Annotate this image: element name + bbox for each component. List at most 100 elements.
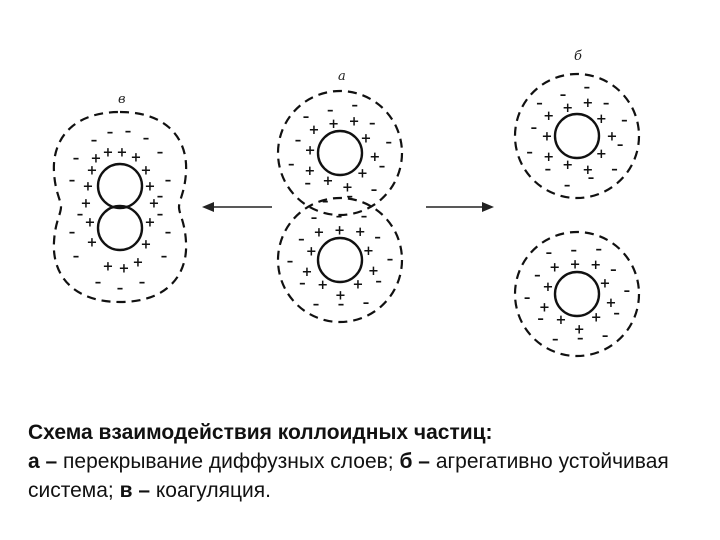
minus-sign: – [322,194,329,209]
particle-b-bottom: ++++++++++–––––––––––– [513,230,641,358]
minus-sign: – [526,145,533,160]
minus-sign: – [336,210,343,225]
minus-sign: – [387,252,394,267]
plus-sign: + [103,146,114,161]
minus-sign: – [371,183,378,198]
diffuse-layer-a-bottom [276,196,404,324]
plus-sign: + [141,164,152,179]
plus-sign: + [305,144,316,159]
caption-b-text: агрегативно устойчивая система; [28,450,669,502]
minus-sign: – [361,210,368,225]
plus-sign: + [596,112,607,127]
minus-sign: – [552,333,559,348]
minus-sign: – [588,171,595,186]
minus-sign: – [584,81,591,96]
caption-b-key: б – [399,450,431,473]
minus-sign: – [69,226,76,241]
minus-sign: – [125,125,132,140]
arrow-left [202,202,272,212]
minus-sign: – [564,179,571,194]
minus-sign: – [369,117,376,132]
caption-title: Схема взаимодействия коллоидных частиц: [28,421,493,444]
minus-sign: – [117,282,124,297]
core-v-top [96,162,144,210]
plus-sign: + [590,258,601,273]
plus-sign: + [582,163,593,178]
minus-sign: – [536,96,543,111]
figure-caption: Схема взаимодействия коллоидных частиц: … [28,418,708,505]
minus-sign: – [69,174,76,189]
plus-sign: + [85,216,96,231]
minus-sign: – [327,104,334,119]
minus-sign: – [524,291,531,306]
plus-sign: + [543,150,554,165]
plus-sign: + [599,276,610,291]
minus-sign: – [545,163,552,178]
diffuse-layer-a-top [276,89,404,217]
minus-sign: – [595,243,602,258]
plus-sign: + [542,280,553,295]
plus-sign: + [133,256,144,271]
label-a: а [338,69,346,84]
minus-sign: – [537,312,544,327]
minus-sign: – [95,276,102,291]
plus-sign: + [83,180,94,195]
plus-sign: + [334,224,345,239]
plus-sign: + [81,197,92,212]
minus-sign: – [571,244,578,259]
plus-sign: + [369,150,380,165]
minus-sign: – [165,174,172,189]
minus-sign: – [303,110,310,125]
minus-sign: – [77,208,84,223]
plus-sign: + [314,226,325,241]
minus-sign: – [157,146,164,161]
minus-sign: – [288,158,295,173]
core-a-bottom [316,236,364,284]
core-v-bottom [96,204,144,252]
plus-sign: + [87,164,98,179]
minus-sign: – [143,132,150,147]
minus-sign: – [165,226,172,241]
minus-sign: – [386,135,393,150]
minus-sign: – [313,297,320,312]
colloid-interaction-diagram: а б в ++++++++++–––––––––––– ++++++++++–… [52,49,641,358]
core-b-bottom [553,270,601,318]
plus-sign: + [335,289,346,304]
minus-sign: – [546,246,553,261]
diffuse-layer-b-bottom [513,230,641,358]
plus-sign: + [131,151,142,166]
minus-sign: – [621,114,628,129]
minus-sign: – [534,268,541,283]
minus-sign: – [157,208,164,223]
diffuse-layer-v [52,110,188,304]
minus-sign: – [311,211,318,226]
plus-sign: + [141,238,152,253]
minus-sign: – [295,134,302,149]
minus-sign: – [91,134,98,149]
plus-sign: + [542,130,553,145]
plus-sign: + [145,180,156,195]
plus-sign: + [556,313,567,328]
particle-a-top: ++++++++++–––––––––––– [276,89,404,217]
minus-sign: – [610,263,617,278]
minus-sign: – [617,138,624,153]
plus-sign: + [591,311,602,326]
plus-sign: + [355,225,366,240]
caption-v-key: в – [119,479,151,502]
plus-sign: + [357,167,368,182]
plus-sign: + [119,262,130,277]
minus-sign: – [299,276,306,291]
plus-sign: + [549,261,560,276]
plus-sign: + [562,158,573,173]
particle-b-top: ++++++++++–––––––––––– [513,72,641,200]
minus-sign: – [577,331,584,346]
minus-sign: – [73,250,80,265]
core-a-top [316,129,364,177]
caption-a-key: а – [28,450,58,473]
plus-sign: + [103,260,114,275]
minus-sign: – [347,189,354,204]
minus-sign: – [287,255,294,270]
plus-sign: + [360,131,371,146]
plus-sign: + [605,296,616,311]
label-b: б [574,49,582,64]
